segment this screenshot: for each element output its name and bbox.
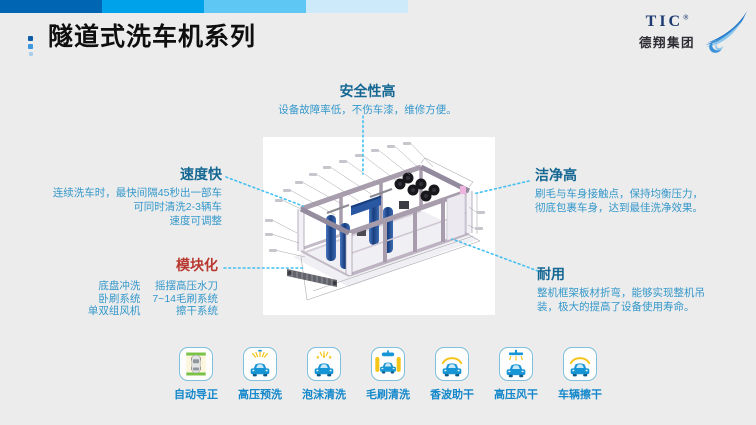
callout-durable-title: 耐用 (537, 266, 565, 282)
conveyor-track (287, 269, 337, 287)
callout-safety-body: 设备故障率低，不伤车漆，维修方便。 (278, 104, 457, 116)
corner-accent (460, 186, 466, 194)
wing-logo-icon (705, 11, 747, 53)
feature-auto-align: 自动导正 (170, 347, 222, 402)
feature-icon-box (499, 347, 533, 381)
feature-icon-box (307, 347, 341, 381)
feature-foam-wash: 泡沫清洗 (298, 347, 350, 402)
feature-brush-wash: 毛刷清洗 (362, 347, 414, 402)
feature-air-dry: 高压风干 (490, 347, 542, 402)
callout-speed-title: 速度快 (180, 166, 222, 182)
carwash-machine-drawing (265, 142, 485, 301)
callout-safety-title: 安全性高 (339, 83, 396, 99)
car-top-guide-icon (186, 352, 206, 376)
modular-item: 擦干系统 (176, 305, 218, 317)
car-wipe-arc-icon (569, 357, 591, 377)
logo-company-name: 德翔集团 (638, 36, 695, 50)
feature-icon-box (563, 347, 597, 381)
dryer-fans (394, 172, 440, 202)
feature-icon-box (243, 347, 277, 381)
car-brush-icon (375, 350, 401, 374)
feature-label: 毛刷清洗 (366, 389, 410, 401)
callout-modular-title: 模块化 (176, 257, 218, 273)
modular-item: 卧刷系统 (98, 292, 141, 305)
feature-shampoo-dry: 香波助干 (426, 347, 478, 402)
callout-safety: 安全性高 设备故障率低，不伤车漆，维修方便。 (275, 83, 460, 117)
callout-modular: 模块化 底盘冲洗 摇摆高压水刀 卧刷系统 7~14毛刷系统 单双组风机 擦干系统 (56, 257, 218, 317)
top-bar-segment (0, 0, 102, 13)
feature-label: 高压风干 (494, 389, 538, 401)
callout-durable: 耐用 整机框架板材折弯，能够实现整机吊 装，极大的提高了设备使用寿命。 (537, 266, 742, 314)
callout-durable-body: 整机框架板材折弯，能够实现整机吊 装，极大的提高了设备使用寿命。 (537, 287, 705, 313)
callout-speed: 速度快 连续洗车时，最快间隔45秒出一部车 可同时清洗2-3辆车 速度可调整 (30, 166, 222, 227)
callout-clean: 洁净高 刷毛与车身接触点，保持均衡压力， 彻底包裹车身，达到最佳洗净效果。 (535, 167, 730, 215)
feature-row: 自动导正 高压预洗 (170, 347, 606, 402)
callout-clean-body: 刷毛与车身接触点，保持均衡压力， 彻底包裹车身，达到最佳洗净效果。 (535, 188, 703, 214)
feature-icon-box (179, 347, 213, 381)
car-foam-icon (314, 351, 334, 377)
modular-item: 单双组风机 (87, 305, 141, 317)
modular-item: 7~14毛刷系统 (152, 292, 218, 305)
machine-diagram (263, 137, 495, 315)
feature-label: 高压预洗 (238, 389, 282, 401)
callout-clean-title: 洁净高 (535, 167, 577, 183)
logo-text: TIC® 德翔集团 (639, 13, 695, 51)
car-blower-icon (506, 349, 526, 378)
top-bar-segment (306, 0, 408, 13)
modular-item: 摇摆高压水刀 (155, 280, 218, 292)
feature-pre-wash: 高压预洗 (234, 347, 286, 402)
modular-item: 底盘冲洗 (98, 280, 141, 292)
logo-brand: TIC® (645, 13, 689, 30)
feature-label: 香波助干 (430, 389, 474, 401)
feature-icon-box (371, 347, 405, 381)
page-title: 隧道式洗车机系列 (48, 23, 257, 51)
top-bar-segment (102, 0, 204, 13)
feature-label: 车辆擦干 (558, 389, 602, 401)
feature-label: 自动导正 (174, 389, 218, 401)
car-spray-icon (250, 349, 270, 377)
feature-label: 泡沫清洗 (302, 389, 346, 401)
company-logo: TIC® 德翔集团 (639, 9, 750, 55)
callout-modular-items: 底盘冲洗 摇摆高压水刀 卧刷系统 7~14毛刷系统 单双组风机 擦干系统 (56, 281, 218, 317)
title-decoration (28, 36, 33, 56)
feature-wipe-dry: 车辆擦干 (554, 347, 606, 402)
feature-icon-box (435, 347, 469, 381)
top-bar (0, 0, 756, 13)
car-shampoo-arc-icon (441, 357, 463, 377)
callout-speed-body: 连续洗车时，最快间隔45秒出一部车 可同时清洗2-3辆车 速度可调整 (52, 187, 222, 227)
top-bar-segment (204, 0, 306, 13)
